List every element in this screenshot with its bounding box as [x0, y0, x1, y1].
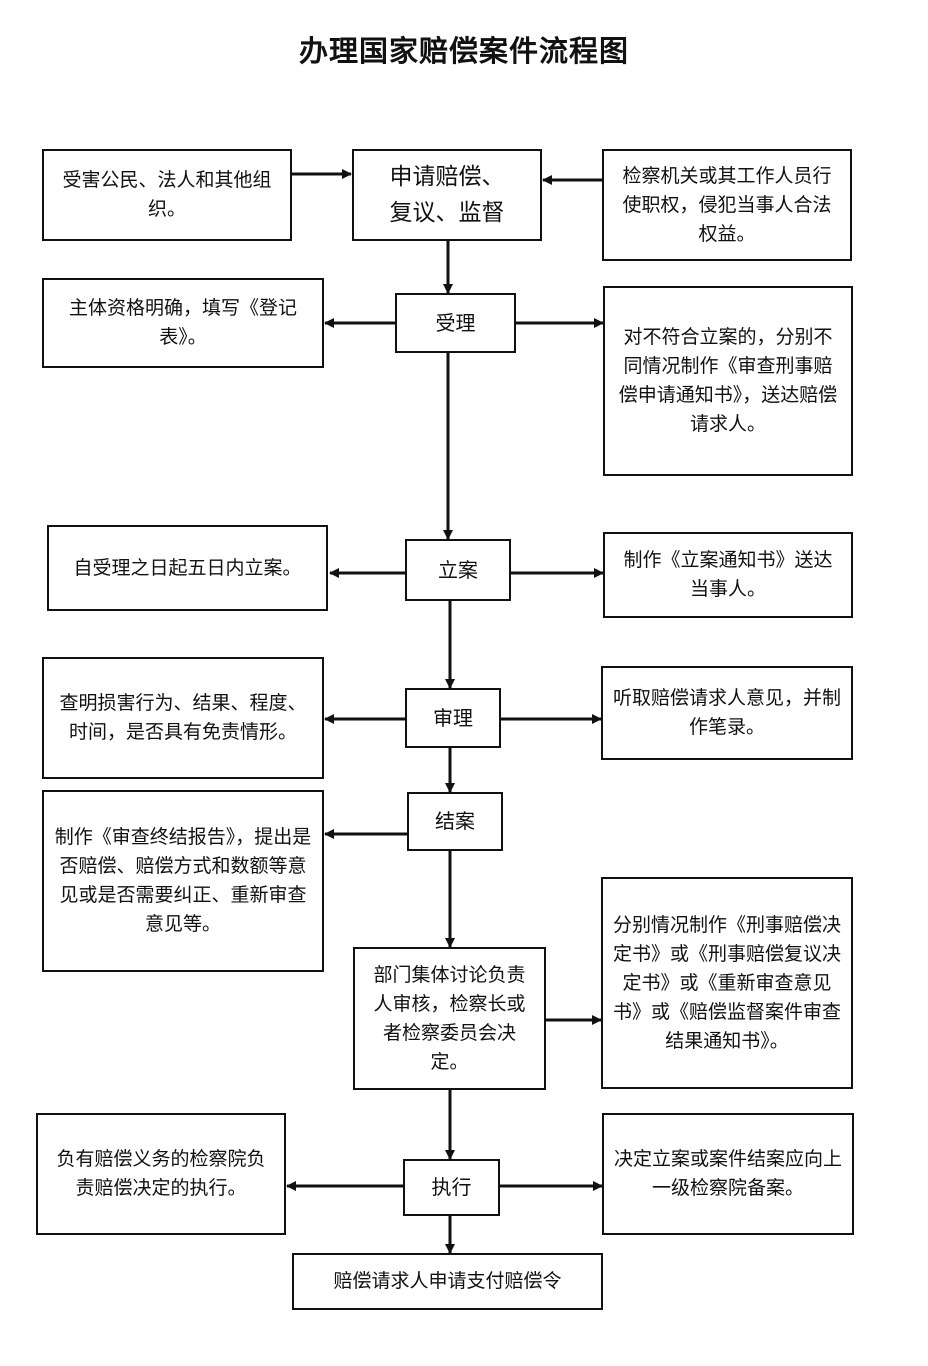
payment-box: 赔偿请求人申请支付赔偿令 [292, 1253, 603, 1310]
close-box: 结案 [407, 792, 503, 851]
accept-right-box: 对不符合立案的，分别不同情况制作《审查刑事赔偿申请通知书》，送达赔偿请求人。 [603, 286, 853, 476]
applicant-box: 受害公民、法人和其他组织。 [42, 149, 292, 241]
execute-text: 执行 [431, 1175, 472, 1199]
execute-left-box: 负有赔偿义务的检察院负责赔偿决定的执行。 [36, 1113, 286, 1235]
review-text: 审理 [433, 705, 473, 730]
file-left-box: 自受理之日起五日内立案。 [47, 525, 328, 611]
accept-right-text: 对不符合立案的，分别不同情况制作《审查刑事赔偿申请通知书》，送达赔偿请求人。 [618, 326, 838, 435]
accept-text: 受理 [435, 310, 476, 335]
page-title: 办理国家赔偿案件流程图 [298, 34, 629, 68]
execute-box: 执行 [403, 1159, 500, 1216]
apply-text: 申请赔偿、复议、监督 [389, 164, 505, 226]
file-text: 立案 [438, 557, 478, 582]
execute-right-text: 决定立案或案件结案应向上一级检察院备案。 [614, 1148, 843, 1199]
decide-right-box: 分别情况制作《刑事赔偿决定书》或《刑事赔偿复议决定书》或《重新审查意见书》或《赔… [601, 877, 853, 1089]
decide-box: 部门集体讨论负责人审核，检察长或者检察委员会决定。 [353, 947, 546, 1090]
payment-text: 赔偿请求人申请支付赔偿令 [333, 1270, 562, 1292]
close-left-text: 制作《审查终结报告》，提出是否赔偿、赔偿方式和数额等意见或是否需要纠正、重新审查… [54, 826, 312, 935]
file-right-text: 制作《立案通知书》送达当事人。 [623, 549, 833, 600]
apply-box: 申请赔偿、复议、监督 [352, 149, 542, 241]
review-left-text: 查明损害行为、结果、程度、时间，是否具有免责情形。 [59, 692, 307, 743]
accept-box: 受理 [395, 293, 516, 353]
review-left-box: 查明损害行为、结果、程度、时间，是否具有免责情形。 [42, 657, 324, 779]
decide-right-text: 分别情况制作《刑事赔偿决定书》或《刑事赔偿复议决定书》或《重新审查意见书》或《赔… [613, 913, 842, 1052]
execute-left-text: 负有赔偿义务的检察院负责赔偿决定的执行。 [56, 1148, 266, 1199]
file-right-box: 制作《立案通知书》送达当事人。 [603, 532, 853, 618]
cause-text: 检察机关或其工作人员行使职权，侵犯当事人合法权益。 [622, 164, 832, 245]
close-left-box: 制作《审查终结报告》，提出是否赔偿、赔偿方式和数额等意见或是否需要纠正、重新审查… [42, 790, 324, 972]
file-left-text: 自受理之日起五日内立案。 [73, 556, 302, 579]
review-box: 审理 [405, 688, 501, 748]
review-right-text: 听取赔偿请求人意见，并制作笔录。 [613, 687, 842, 738]
review-right-box: 听取赔偿请求人意见，并制作笔录。 [601, 666, 853, 760]
decide-text: 部门集体讨论负责人审核，检察长或者检察委员会决定。 [373, 963, 526, 1073]
execute-right-box: 决定立案或案件结案应向上一级检察院备案。 [602, 1113, 854, 1235]
file-box: 立案 [405, 539, 511, 601]
cause-box: 检察机关或其工作人员行使职权，侵犯当事人合法权益。 [602, 149, 852, 261]
accept-left-box: 主体资格明确，填写《登记表》。 [42, 278, 324, 368]
close-text: 结案 [435, 809, 475, 833]
applicant-text: 受害公民、法人和其他组织。 [62, 169, 272, 220]
accept-left-text: 主体资格明确，填写《登记表》。 [68, 297, 297, 348]
